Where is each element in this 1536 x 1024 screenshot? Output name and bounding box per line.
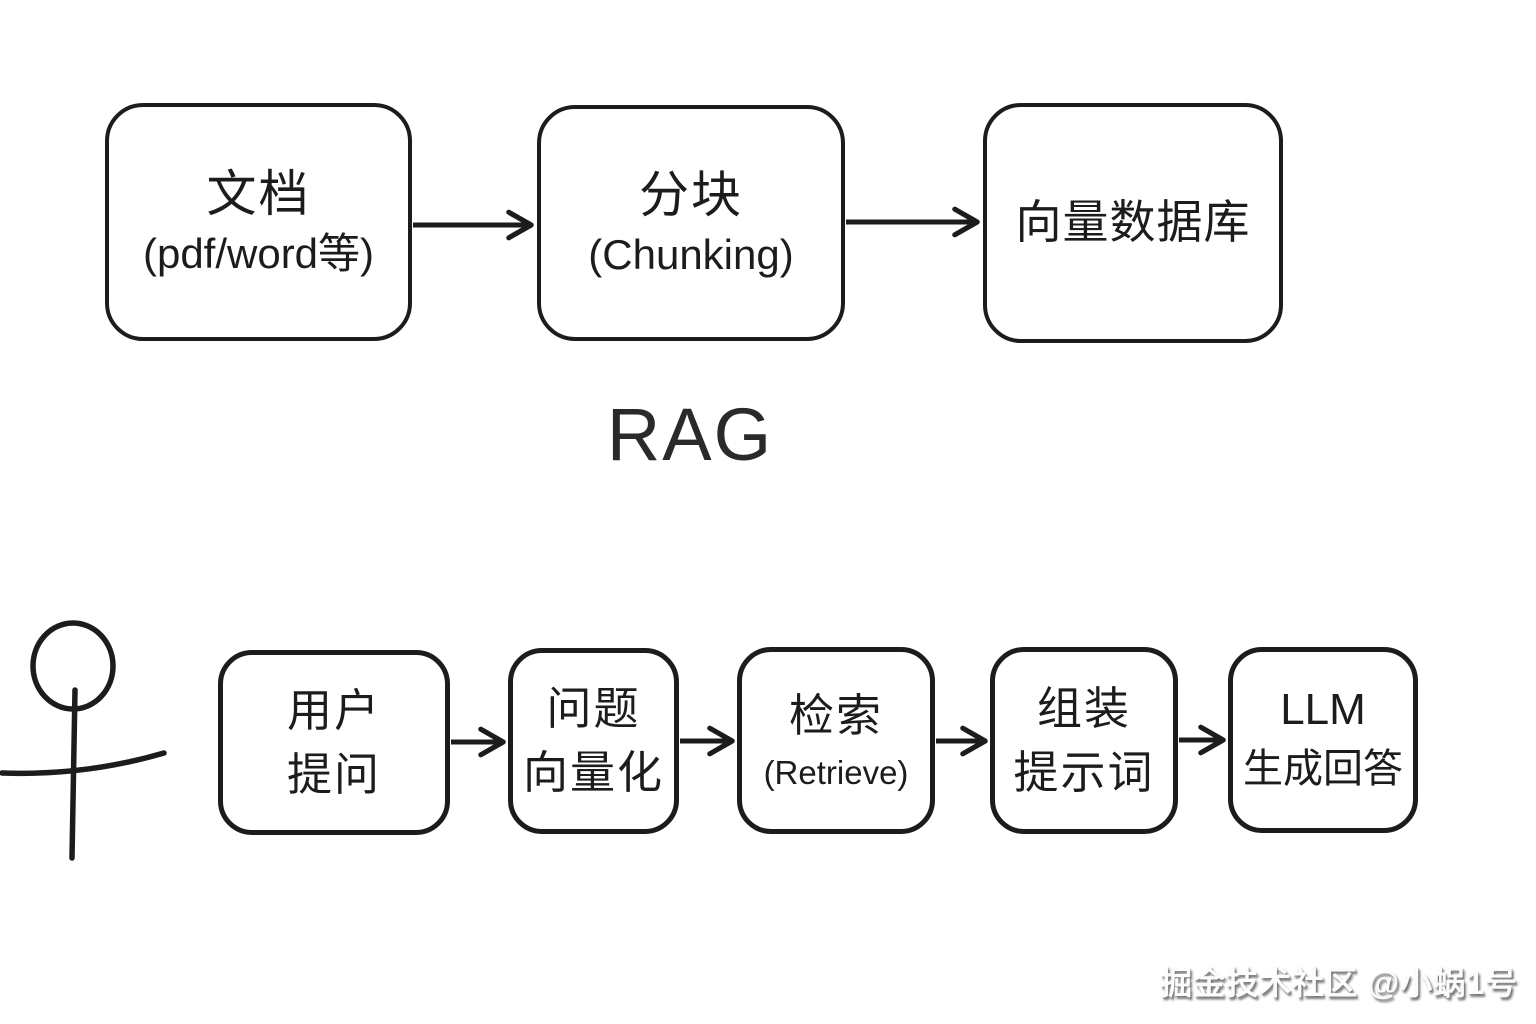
node-user-question-line2: 提问: [286, 748, 381, 800]
node-llm-label: LLM: [1280, 685, 1366, 735]
node-vector-database-label: 向量数据库: [1015, 196, 1251, 249]
stick-figure-arms: [0, 750, 167, 777]
node-chunking-sublabel: (Chunking): [588, 231, 794, 279]
stick-figure-head: [30, 620, 116, 712]
node-vector-database: 向量数据库: [983, 103, 1283, 343]
node-retrieve-sublabel: (Retrieve): [763, 753, 909, 791]
node-assemble-prompt-line1: 组装: [1036, 682, 1131, 734]
node-chunking-label: 分块: [639, 167, 743, 224]
node-documents-label: 文档: [206, 166, 311, 223]
node-question-vectorize-line2: 向量化: [522, 747, 664, 798]
diagram-title: RAG: [606, 393, 774, 476]
node-assemble-prompt-line2: 提示词: [1013, 746, 1155, 798]
node-retrieve: 检索 (Retrieve): [737, 647, 935, 834]
user-stick-figure: [0, 620, 167, 861]
node-question-vectorize: 问题 向量化: [508, 648, 679, 834]
stick-figure-body: [69, 687, 78, 861]
node-retrieve-label: 检索: [788, 689, 883, 741]
node-chunking: 分块 (Chunking): [537, 105, 845, 341]
watermark-credit: 掘金技术社区 @小蜗1号: [1160, 965, 1518, 1001]
node-user-question-line1: 用户: [286, 684, 381, 736]
node-documents: 文档 (pdf/word等): [105, 103, 412, 341]
node-llm-answer-sublabel: 生成回答: [1243, 746, 1403, 791]
node-question-vectorize-line1: 问题: [546, 683, 641, 735]
node-assemble-prompt: 组装 提示词: [990, 647, 1178, 834]
node-llm-generate-answer: LLM 生成回答: [1228, 647, 1418, 833]
node-documents-sublabel: (pdf/word等): [142, 230, 375, 278]
node-user-question: 用户 提问: [218, 650, 450, 835]
